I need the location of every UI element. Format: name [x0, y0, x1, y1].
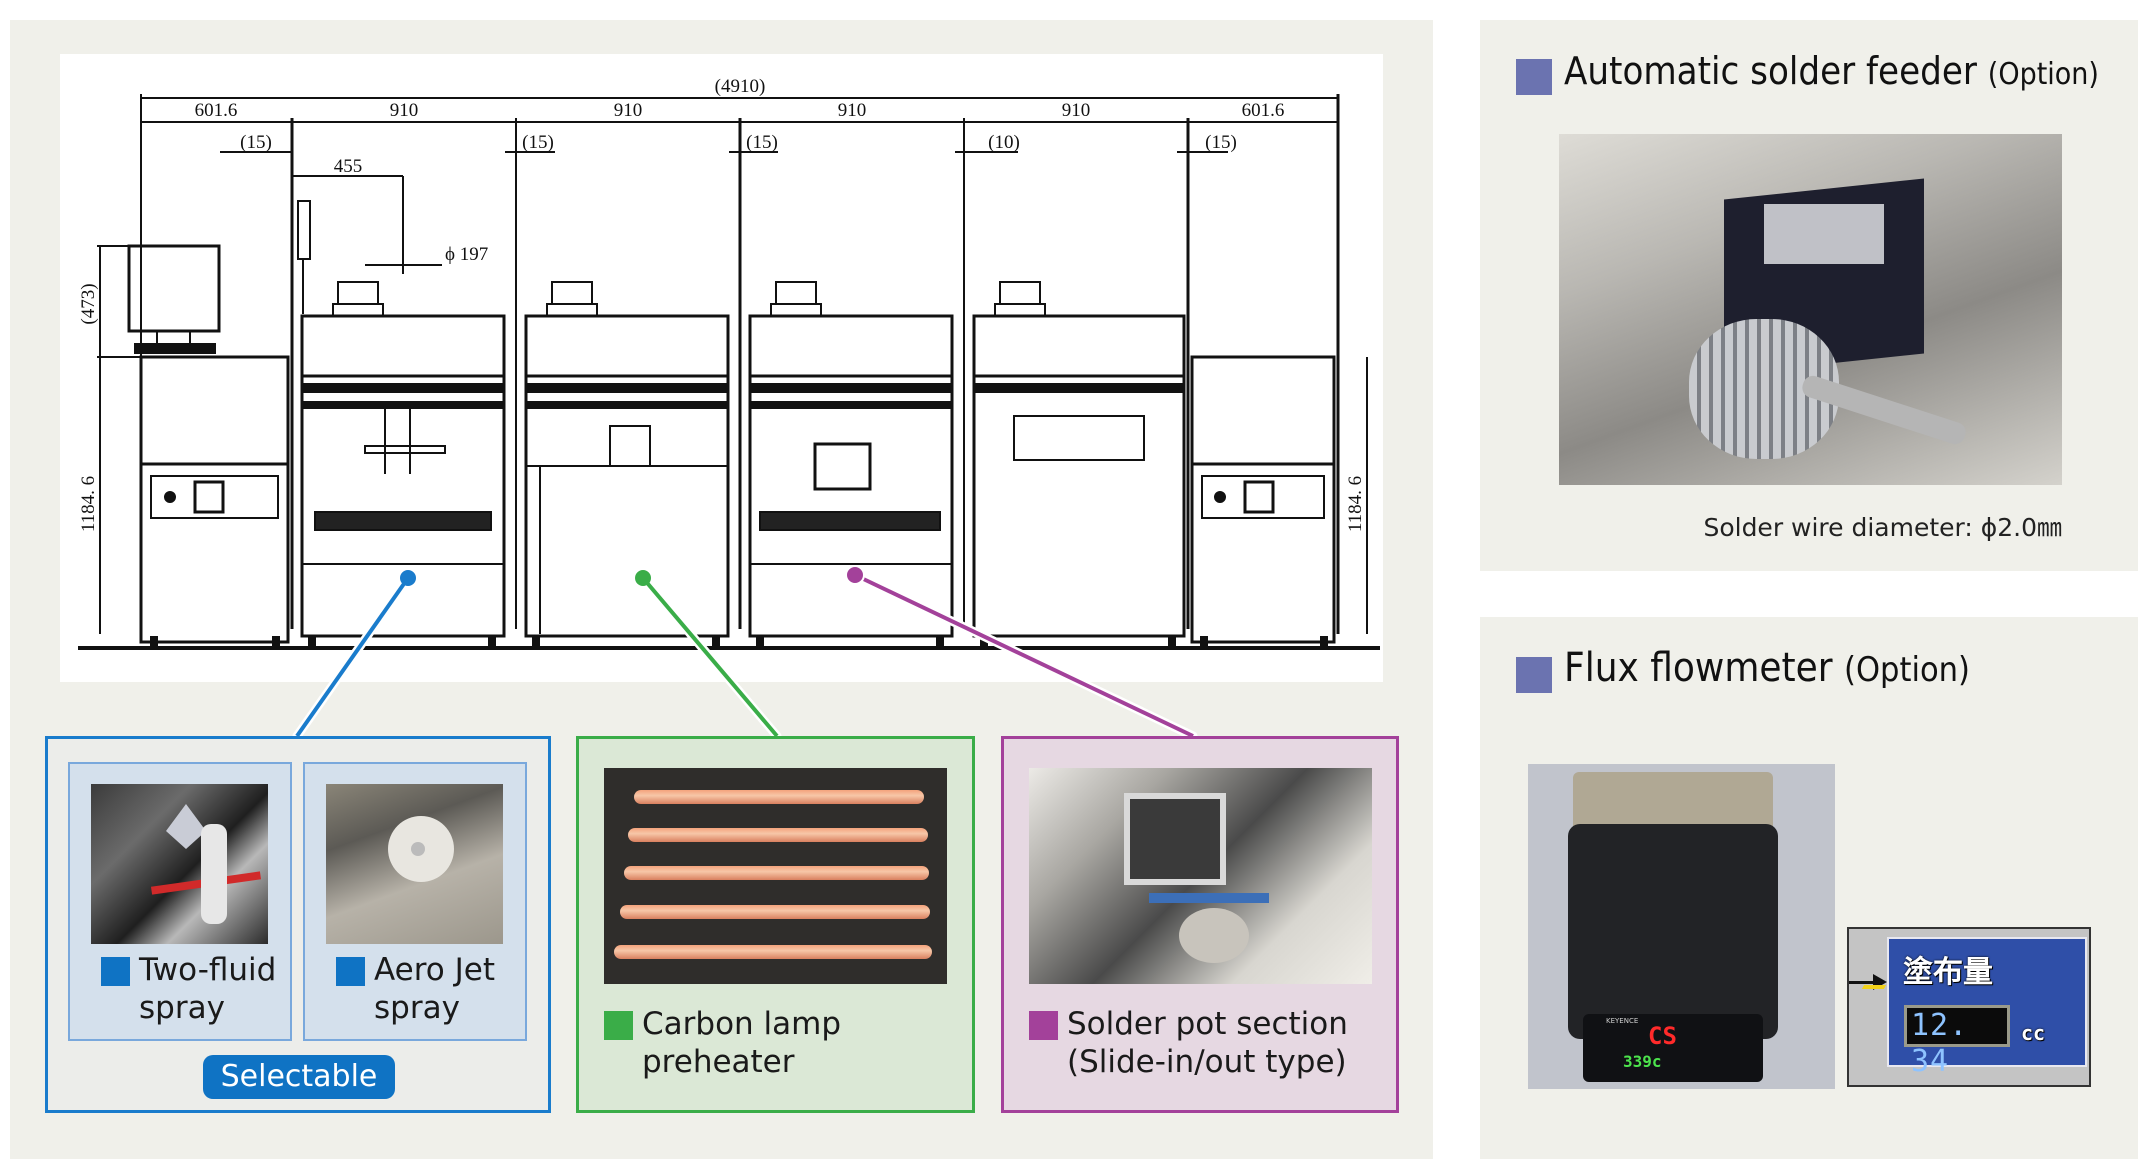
automatic-solder-feeder-panel: Automatic solder feeder (Option) Solder …: [1480, 20, 2138, 571]
device-green-readout: 339c: [1623, 1052, 1662, 1071]
nozzle-diameter-label: ϕ 197: [445, 244, 488, 265]
machine-front-elevation-drawing: (4910) 601.6 910 910 910 910 601.6 (15) …: [60, 54, 1383, 682]
option-suffix: (Option): [1844, 650, 1970, 690]
carbon-lamp-preheater-photo: [604, 768, 947, 984]
solder-pot-leader-line: [854, 573, 1194, 738]
solder-pot-callout-box: Solder pot section (Slide-in/out type): [1001, 736, 1399, 1113]
solder-wire-diameter-caption: Solder wire diameter: ϕ2.0㎜: [1703, 513, 2062, 542]
section-width-label: 601.6: [195, 100, 238, 121]
module-cooling: [972, 314, 1186, 638]
section-width-label: 910: [838, 100, 867, 121]
selectable-badge: Selectable: [203, 1055, 395, 1099]
gap-label: (15): [522, 132, 554, 153]
green-square-icon: [604, 1011, 633, 1040]
preheater-callout-dot: [635, 570, 651, 586]
solder-pot-callout-dot: [845, 565, 865, 585]
section-width-label: 601.6: [1242, 100, 1285, 121]
flowmeter-title: Flux flowmeter: [1564, 645, 1833, 691]
preheater-leader-line: [641, 576, 779, 738]
section-width-label: 910: [390, 100, 419, 121]
flowmeter-device-photo: CS 339c KEYENCE: [1528, 764, 1835, 1089]
flux-flowmeter-panel: Flux flowmeter (Option) CS 339c KEYENCE …: [1480, 617, 2138, 1159]
aero-jet-spray-photo: [326, 784, 503, 944]
coating-amount-unit: cc: [2021, 1021, 2046, 1045]
blue-square-icon: [101, 957, 130, 986]
coating-amount-display: 塗布量 12. 34 cc: [1887, 937, 2087, 1079]
flux-callout-dot: [400, 570, 416, 586]
two-fluid-spray-photo: [91, 784, 268, 944]
overall-width-label: (4910): [715, 76, 766, 97]
fluxer-callout-box: Two-fluid spray Aero Jet spray Selectabl…: [45, 736, 551, 1113]
machine-height-right-label: 1184. 6: [1345, 476, 1366, 532]
heading-square-icon: [1516, 657, 1552, 693]
device-red-readout: CS: [1648, 1022, 1677, 1050]
module-flux: [300, 314, 506, 638]
solder-feeder-title: Automatic solder feeder: [1564, 49, 1977, 93]
monitor-height-label: (473): [78, 283, 99, 324]
drawing-svg: (4910) 601.6 910 910 910 910 601.6 (15) …: [78, 76, 1380, 650]
blue-square-icon: [336, 957, 365, 986]
preheater-callout-box: Carbon lamp preheater: [576, 736, 975, 1113]
solder-feeder-photo: [1559, 134, 2062, 485]
module-solder-pot: [748, 314, 954, 638]
callout-leaders: [292, 565, 1198, 741]
flowmeter-screen-inset: 塗布量 12. 34 cc: [1847, 927, 2091, 1087]
pointer-arrow-shaft: [1849, 981, 1883, 984]
gap-label: (15): [240, 132, 272, 153]
machine-height-left-label: 1184. 6: [78, 476, 99, 532]
coating-amount-label: 塗布量: [1903, 955, 1993, 990]
gap-label: (10): [988, 132, 1020, 153]
device-brand: KEYENCE: [1606, 1017, 1639, 1025]
gap-label: (15): [746, 132, 778, 153]
module-preheater: [524, 314, 730, 638]
gap-label: (15): [1205, 132, 1237, 153]
solder-pot-section-photo: [1029, 768, 1372, 984]
flux-leader-line: [295, 576, 410, 738]
option-two-fluid-spray[interactable]: Two-fluid spray: [68, 762, 292, 1041]
purple-square-icon: [1029, 1011, 1058, 1040]
section-width-label: 910: [614, 100, 643, 121]
pointer-arrow-highlight: [1861, 985, 1887, 989]
coating-amount-value-box: 12. 34: [1904, 1005, 2010, 1079]
coating-amount-value: 12. 34: [1911, 1008, 1969, 1079]
offset-455-label: 455: [334, 156, 363, 177]
section-width-label: 910: [1062, 100, 1091, 121]
option-suffix: (Option): [1987, 57, 2099, 92]
heading-square-icon: [1516, 59, 1552, 95]
option-aero-jet-spray[interactable]: Aero Jet spray: [303, 762, 527, 1041]
